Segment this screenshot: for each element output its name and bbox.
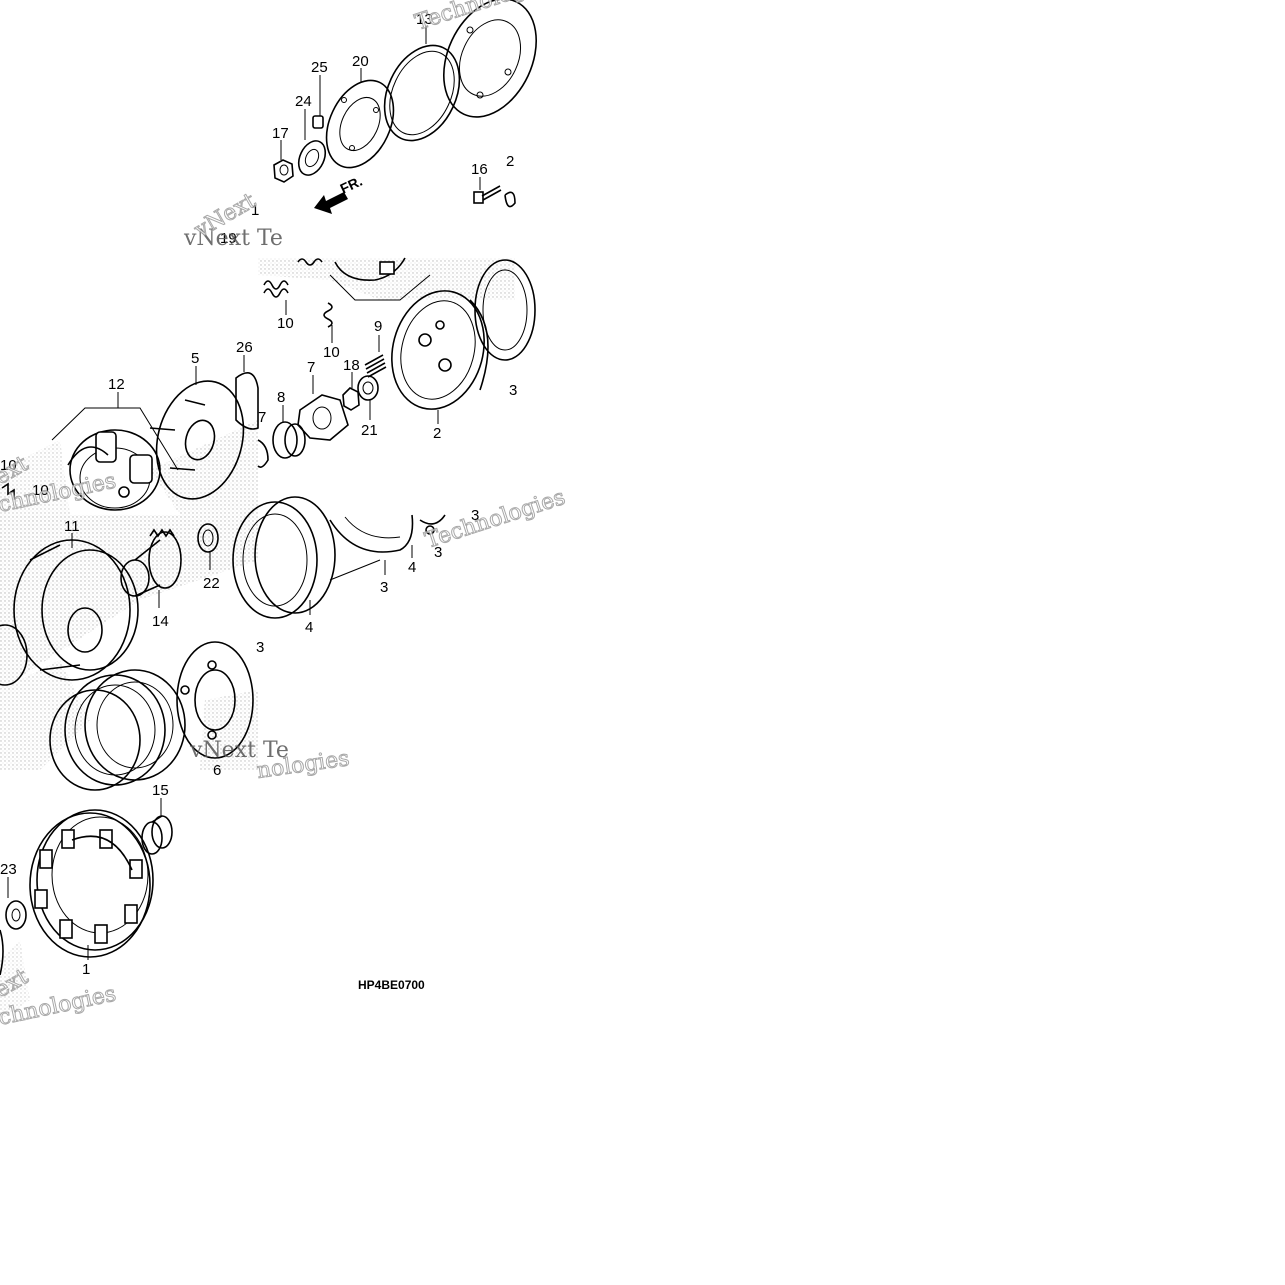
- callout-4-lower: 4: [305, 619, 313, 636]
- part-26: [235, 372, 259, 430]
- top-tile-parts: FR.: [273, 0, 538, 214]
- callout-25: 25: [311, 59, 328, 76]
- lower-left-tile-parts: [0, 523, 254, 791]
- callout-23: 23: [0, 861, 17, 878]
- callout-11: 11: [64, 518, 80, 535]
- part-8-collar: [272, 421, 298, 459]
- callout-12: 12: [108, 376, 125, 393]
- mid-left-tile-parts: [1, 355, 259, 511]
- callout-13: 13: [416, 11, 433, 28]
- callout-22: 22: [203, 575, 220, 592]
- part-5-drive-plate: [149, 380, 245, 500]
- part-15-collar: [141, 815, 173, 855]
- part-21-washer: [357, 375, 379, 401]
- callout-2-mid: 2: [433, 425, 441, 442]
- callout-17: 17: [272, 125, 289, 142]
- part-24-washer: [297, 140, 327, 176]
- lower-right-tile-parts: [232, 496, 446, 619]
- drawing-code: HP4BE0700: [358, 978, 425, 992]
- part-10-spring-upper: [263, 280, 289, 298]
- front-direction-arrow-icon: [314, 192, 348, 214]
- callout-3-edge: 3: [509, 382, 517, 399]
- part-25-nut: [312, 115, 324, 129]
- callout-10-a: 10: [277, 315, 294, 332]
- callout-9: 9: [374, 318, 382, 335]
- part-plate-top-right: [442, 0, 538, 118]
- callout-5: 5: [191, 350, 199, 367]
- callout-3-middle: 3: [380, 579, 388, 596]
- part-12-shoe-assembly: [67, 429, 161, 511]
- part-17-nut: [273, 159, 294, 183]
- callout-10-c: 10: [0, 457, 17, 474]
- part-10-spring-lower: [323, 302, 333, 328]
- bottom-tile-parts: [0, 798, 173, 976]
- watermark-2: vNext Te: [183, 226, 283, 251]
- callout-26: 26: [236, 339, 253, 356]
- callout-3-left: 3: [256, 639, 264, 656]
- callout-19: 19: [220, 230, 237, 247]
- callout-3-right: 3: [434, 544, 442, 561]
- callout-2-top: 2: [506, 153, 514, 170]
- part-9-spring: [364, 354, 387, 378]
- callout-20: 20: [352, 53, 369, 70]
- callout-10-b: 10: [323, 344, 340, 361]
- callout-labels: 13 25 20 24 17 16 2 19 1 10 10 9 18 7 8 …: [0, 11, 517, 978]
- callout-18: 18: [343, 357, 360, 374]
- callout-4-upper: 4: [408, 559, 416, 576]
- callout-21: 21: [361, 422, 378, 439]
- callout-14: 14: [152, 613, 169, 630]
- part-22-washer: [197, 523, 219, 553]
- callout-16: 16: [471, 161, 488, 178]
- part-10-spring: [1, 482, 15, 500]
- mid-right-tile-parts: [257, 257, 536, 468]
- part-14-gear-shaft: [120, 528, 182, 597]
- callout-3-top: 3: [471, 507, 479, 524]
- callout-7-left: 7: [258, 409, 266, 426]
- callout-15: 15: [152, 782, 169, 799]
- part-12-bracket: [51, 407, 179, 471]
- part-18-nut: [342, 387, 360, 411]
- part-23-washer: [5, 900, 27, 930]
- callout-6: 6: [213, 762, 221, 779]
- callout-8: 8: [277, 389, 285, 406]
- callout-1-bottom: 1: [82, 961, 90, 978]
- part-1-outer-clutch: [29, 809, 154, 958]
- part-20-plate: [325, 79, 395, 169]
- friction-disc-top: [329, 514, 414, 553]
- watermark-6: vNext Te: [189, 738, 289, 763]
- friction-disc-stack: [49, 669, 186, 791]
- part-13-ring: [383, 44, 461, 142]
- callout-24: 24: [295, 93, 312, 110]
- callout-7-mid: 7: [307, 359, 315, 376]
- friction-disc-right: [232, 496, 336, 619]
- part-16-bolt: [473, 185, 502, 204]
- callout-1-top: 1: [251, 202, 259, 219]
- callout-10-d: 10: [32, 482, 49, 499]
- part-6-plate: [176, 641, 254, 759]
